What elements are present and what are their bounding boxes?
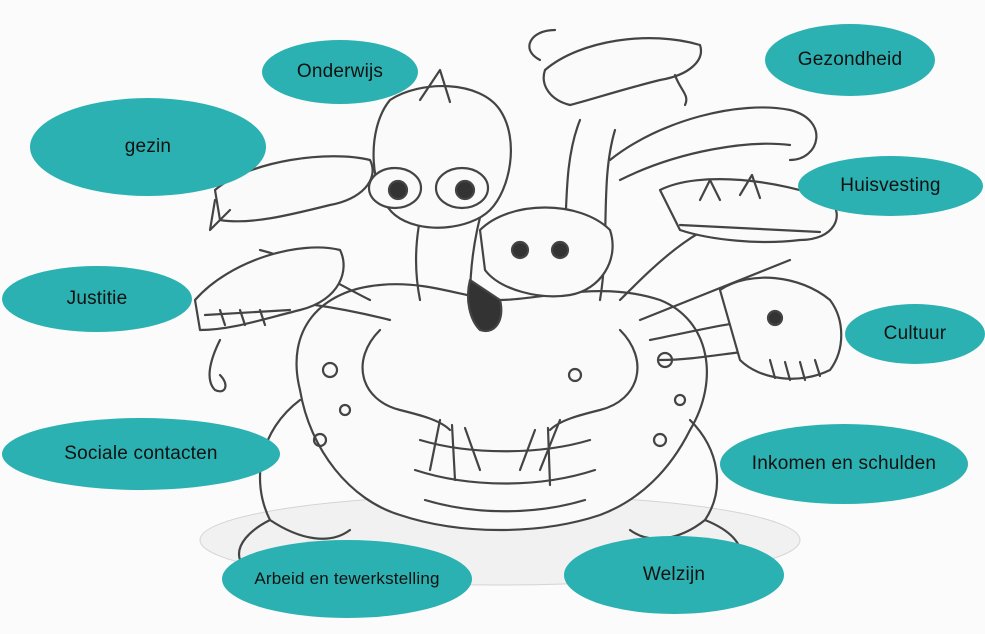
bubble-label: gezin <box>125 136 171 158</box>
bubble-huisvesting: Huisvesting <box>798 156 983 216</box>
bubble-inkomen-en-schulden: Inkomen en schulden <box>720 424 968 504</box>
bubble-label: Inkomen en schulden <box>752 453 936 475</box>
bubble-label: Huisvesting <box>840 175 940 197</box>
bubble-label: Sociale contacten <box>64 443 217 465</box>
bubble-label: Justitie <box>67 288 128 310</box>
bubble-label: Arbeid en tewerkstelling <box>254 569 439 589</box>
bubble-gezin: gezin <box>30 98 266 196</box>
bubble-label: Cultuur <box>884 323 947 345</box>
bubble-gezondheid: Gezondheid <box>765 24 935 96</box>
bubble-label: Onderwijs <box>297 61 383 83</box>
bubble-onderwijs: Onderwijs <box>262 40 418 104</box>
bubble-welzijn: Welzijn <box>564 536 784 614</box>
bubble-cultuur: Cultuur <box>845 304 985 364</box>
bubble-label: Gezondheid <box>798 49 902 71</box>
bubble-sociale-contacten: Sociale contacten <box>2 418 280 490</box>
bubble-justitie: Justitie <box>2 266 192 332</box>
bubble-arbeid-en-tewerkstelling: Arbeid en tewerkstelling <box>222 540 472 618</box>
bubble-label: Welzijn <box>643 564 705 586</box>
